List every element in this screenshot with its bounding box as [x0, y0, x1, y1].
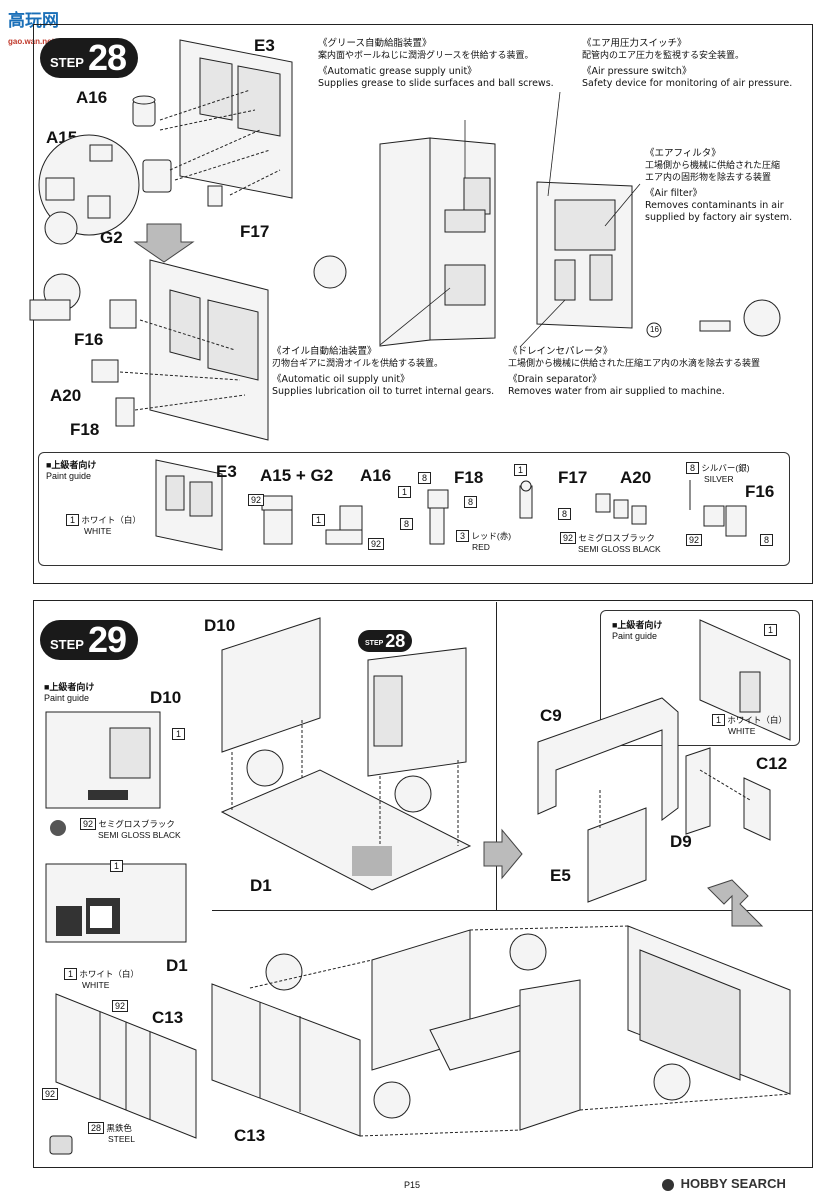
pg28-label-e3: E3 [216, 462, 237, 481]
note-air-switch: 《エア用圧力スイッチ》 配管内のエア圧力を監視する安全装置。 《Air pres… [582, 38, 793, 89]
label-f17: F17 [240, 222, 270, 241]
label-a16: A16 [76, 88, 108, 107]
step29-right-guide-title: ■上級者向け Paint guide [612, 620, 663, 641]
note-air-filter: 《エアフィルタ》 工場側から機械に供給された圧縮 エア内の固形物を除去する装置 … [645, 148, 793, 223]
pg29r-1-marker: 1 [764, 624, 777, 636]
label-e3: E3 [254, 36, 275, 55]
pg28-1-marker-b: 1 [398, 486, 411, 498]
label-a20: A20 [50, 386, 82, 405]
pg28-1-marker-c: 1 [514, 464, 527, 476]
pg28-label-f18: F18 [454, 468, 484, 487]
pg29-steel-key: 28 黒鉄色 STEEL [88, 1122, 135, 1144]
pg28-8-marker-b: 8 [464, 496, 477, 508]
pg28-8-marker: 8 [418, 472, 431, 484]
step29-ref-step28-badge: STEP 28 [358, 630, 413, 652]
pg28-1-marker: 1 [312, 514, 325, 526]
pg28-92-marker-b: 92 [368, 538, 385, 550]
pg29-label-d10: D10 [150, 688, 182, 707]
decal-number-16: 16 [650, 325, 659, 334]
pg28-red-key: 3 レッド(赤) RED [456, 530, 511, 552]
pg29-sgb-key: 92 セミグロスブラック SEMI GLOSS BLACK [80, 818, 181, 840]
page-number: P15 [404, 1180, 421, 1190]
pg28-8-marker-c: 8 [400, 518, 413, 530]
label-d9: D9 [670, 832, 692, 851]
label-c9: C9 [540, 706, 562, 725]
hobby-search-logo-icon [662, 1178, 674, 1191]
step29-panel [33, 600, 813, 1168]
label-c13: C13 [234, 1126, 266, 1145]
pg28-label-a20: A20 [620, 468, 652, 487]
pg28-sgb-key: 92 セミグロスブラック SEMI GLOSS BLACK [560, 532, 661, 554]
note-drain: 《ドレインセパレータ》 工場側から機械に供給された圧縮エア内の水滴を除去する装置… [508, 346, 761, 397]
step28-paint-guide-title: ■上級者向け Paint guide [46, 460, 97, 481]
pg28-8-marker-d: 8 [558, 508, 571, 520]
watermark-sub-text: gao.wan.net [8, 37, 55, 46]
hobby-search-watermark: HOBBY SEARCH [662, 1176, 786, 1191]
label-f16: F16 [74, 330, 104, 349]
pg28-92-marker-c: 92 [686, 534, 703, 546]
pg28-label-a16: A16 [360, 466, 392, 485]
pg28-silver-key: 8 シルバー(銀) SILVER [686, 462, 750, 484]
label-d10: D10 [204, 616, 236, 635]
step29-badge: STEP 29 [40, 619, 139, 660]
label-g2-bottom: G2 [100, 228, 123, 247]
pg29-1-marker-b: 1 [110, 860, 123, 872]
pg29-label-c13: C13 [152, 1008, 184, 1027]
pg29r-white-key: 1 ホワイト（白） WHITE [712, 714, 787, 736]
pg28-label-a15g2: A15 + G2 [260, 466, 334, 485]
note-oil: 《オイル自動給油装置》 刃物台ギアに潤滑オイルを供給する装置。 《Automat… [272, 346, 495, 397]
step29-paint-guide-title: ■上級者向け Paint guide [44, 682, 95, 703]
note-grease: 《グリース自動給脂装置》 案内面やボールねじに潤滑グリースを供給する装置。 《A… [318, 38, 554, 89]
pg28-label-f16: F16 [745, 482, 775, 501]
pg28-92-marker: 92 [248, 494, 265, 506]
pg28-white-key: 1 ホワイト（白） WHITE [66, 514, 141, 536]
watermark-logo-text: 高玩网 [8, 11, 59, 31]
label-c12: C12 [756, 754, 788, 773]
label-d1: D1 [250, 876, 272, 895]
pg29-1-marker-a: 1 [172, 728, 185, 740]
label-f18: F18 [70, 420, 100, 439]
pg29-label-d1: D1 [166, 956, 188, 975]
pg28-8-marker-e: 8 [760, 534, 773, 546]
step29-vertical-divider [496, 602, 497, 910]
pg28-label-f17: F17 [558, 468, 588, 487]
step28-badge: STEP 28 [40, 37, 139, 78]
step29-horizontal-divider [212, 910, 812, 911]
pg29-white-key: 1 ホワイト（白） WHITE [64, 968, 139, 990]
label-e5: E5 [550, 866, 571, 885]
site-watermark: 高玩网 gao.wan.net [8, 6, 59, 49]
pg29-92-marker-a: 92 [112, 1000, 129, 1012]
pg29-92-marker-b: 92 [42, 1088, 59, 1100]
